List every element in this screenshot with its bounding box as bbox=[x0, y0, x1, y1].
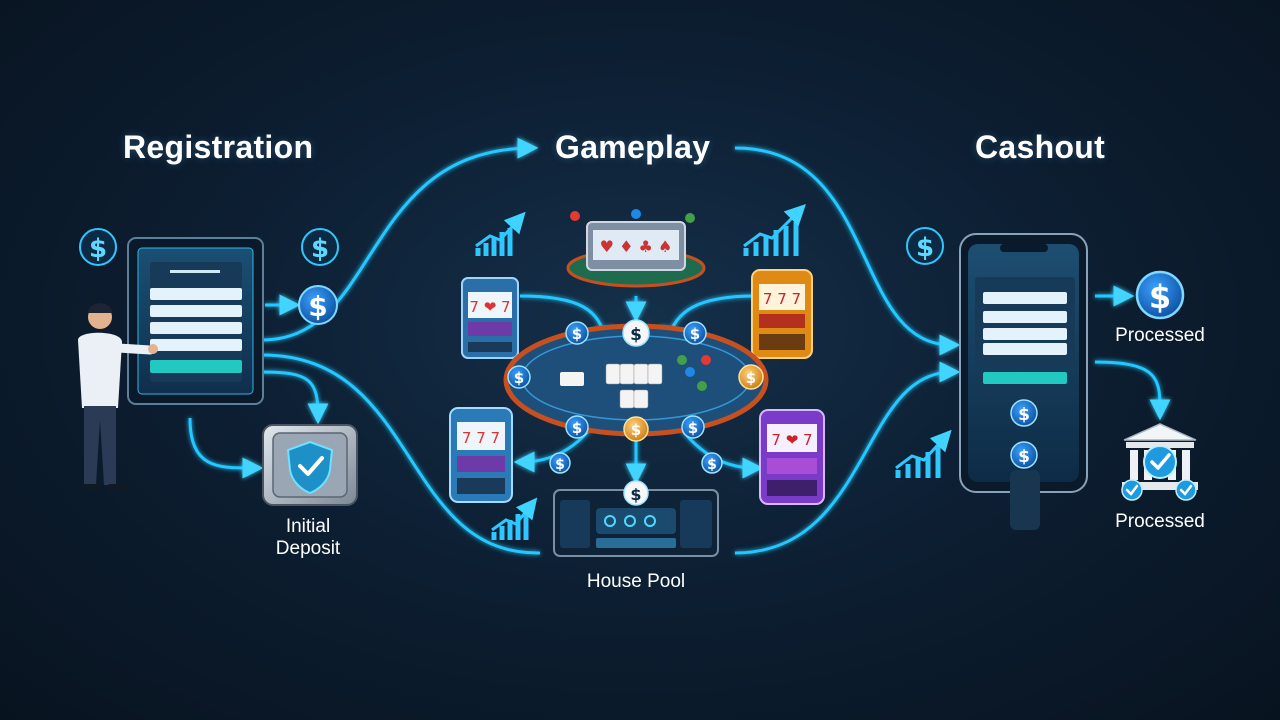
dollar-coin-icon: $ bbox=[301, 228, 339, 266]
dollar-coin-icon: $ bbox=[565, 321, 589, 345]
dollar-coin-icon: $ bbox=[681, 415, 705, 439]
svg-text:$: $ bbox=[1149, 278, 1171, 316]
svg-text:7 ❤ 7: 7 ❤ 7 bbox=[771, 431, 812, 449]
cashout-title: Cashout bbox=[975, 129, 1106, 165]
svg-text:$: $ bbox=[572, 325, 582, 343]
svg-text:$: $ bbox=[89, 234, 107, 264]
cashout-phone bbox=[959, 233, 1088, 530]
dollar-coin-icon: $ bbox=[79, 228, 117, 266]
dollar-coin-icon: $ bbox=[549, 452, 571, 474]
initial-deposit-line-1: Initial bbox=[285, 516, 331, 537]
svg-text:$: $ bbox=[631, 421, 641, 439]
svg-text:7 7 7: 7 7 7 bbox=[763, 290, 801, 308]
house-pool-label: House Pool bbox=[586, 571, 686, 592]
dollar-coin-icon: $ bbox=[683, 321, 707, 345]
initial-deposit-label: Initial Deposit bbox=[260, 516, 356, 560]
svg-text:$: $ bbox=[746, 369, 756, 387]
registration-tablet bbox=[127, 237, 264, 405]
svg-text:$: $ bbox=[688, 419, 698, 437]
dollar-coin-icon: $ bbox=[1010, 399, 1038, 427]
registering-person bbox=[78, 303, 158, 490]
bar-growth-icon bbox=[895, 429, 952, 478]
svg-text:$: $ bbox=[1018, 447, 1030, 467]
svg-text:$: $ bbox=[916, 233, 934, 263]
slot-machine: 7 ❤ 7 bbox=[759, 409, 825, 505]
slot-machine: 7 7 7 bbox=[449, 407, 513, 503]
processed-label-bottom: Processed bbox=[1115, 511, 1205, 532]
dollar-coin-icon: $ bbox=[701, 452, 723, 474]
svg-text:♥ ♦ ♣ ♠: ♥ ♦ ♣ ♠ bbox=[600, 237, 673, 256]
initial-deposit-line-2: Deposit bbox=[275, 538, 341, 559]
svg-text:$: $ bbox=[308, 290, 327, 323]
svg-text:7 ❤ 7: 7 ❤ 7 bbox=[469, 298, 510, 316]
svg-text:$: $ bbox=[1018, 405, 1030, 425]
house-pool-dashboard: $ bbox=[553, 480, 719, 557]
svg-text:7 7 7: 7 7 7 bbox=[462, 429, 500, 447]
flow-lines bbox=[188, 137, 1171, 555]
dollar-coin-icon: $ bbox=[565, 415, 589, 439]
slot-machine: 7 ❤ 7 bbox=[461, 277, 519, 359]
bank-check-icon bbox=[1121, 423, 1198, 501]
dollar-coin-icon: $ bbox=[906, 227, 944, 265]
registration-title: Registration bbox=[123, 129, 314, 165]
dollar-coin-icon: $ bbox=[623, 480, 649, 506]
svg-text:$: $ bbox=[514, 369, 524, 387]
bar-growth-icon bbox=[743, 204, 806, 256]
processed-label-top: Processed bbox=[1115, 325, 1205, 346]
shield-vault-icon bbox=[262, 424, 358, 506]
gameplay-title: Gameplay bbox=[555, 129, 711, 165]
svg-text:$: $ bbox=[572, 419, 582, 437]
svg-text:$: $ bbox=[690, 325, 700, 343]
dollar-coin-icon: $ bbox=[1135, 270, 1185, 320]
svg-text:$: $ bbox=[630, 325, 642, 345]
svg-text:$: $ bbox=[555, 457, 565, 473]
svg-text:$: $ bbox=[630, 485, 641, 504]
dollar-coin-icon: $ bbox=[1010, 441, 1038, 469]
dollar-coin-icon: $ bbox=[622, 319, 650, 347]
slot-machine: 7 7 7 bbox=[751, 269, 813, 359]
dollar-coin-icon: $ bbox=[738, 364, 764, 390]
svg-text:$: $ bbox=[707, 457, 717, 473]
bar-growth-icon bbox=[491, 497, 538, 540]
bar-growth-icon bbox=[475, 211, 526, 256]
dollar-coin-icon: $ bbox=[623, 416, 649, 442]
dollar-coin-icon: $ bbox=[507, 365, 531, 389]
svg-text:$: $ bbox=[311, 234, 329, 264]
dollar-coin-icon: $ bbox=[298, 285, 338, 325]
top-slot-table: ♥ ♦ ♣ ♠ bbox=[566, 209, 706, 288]
